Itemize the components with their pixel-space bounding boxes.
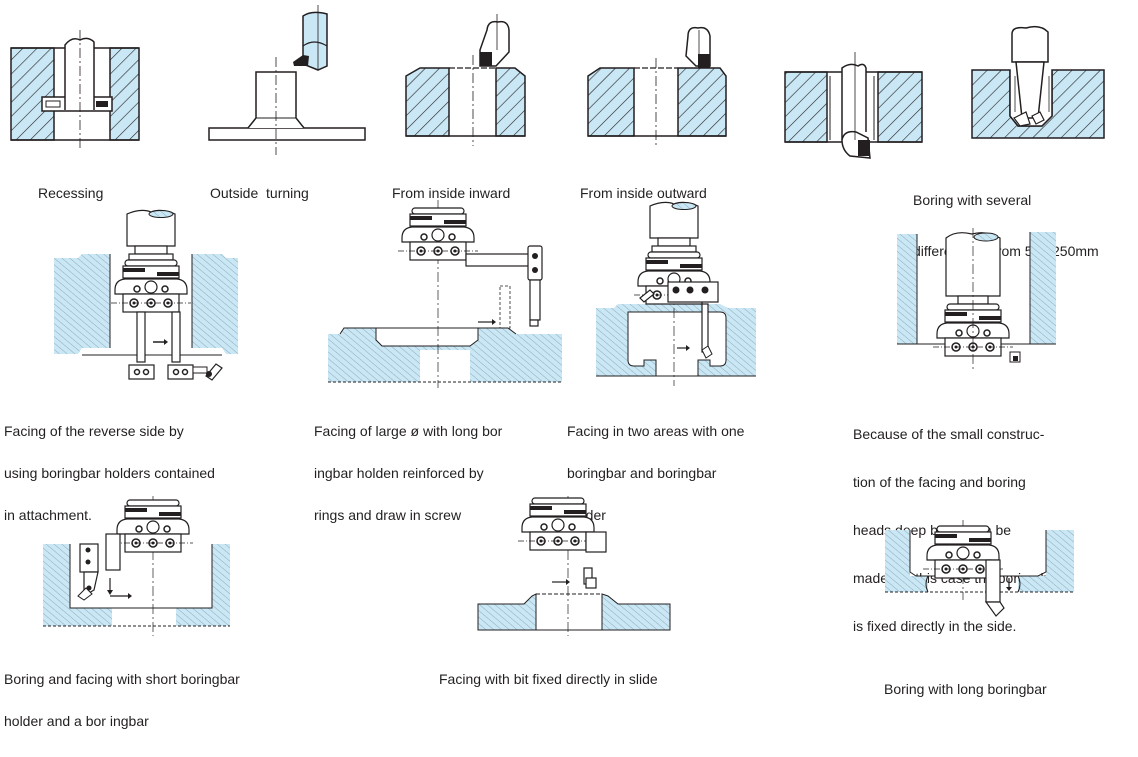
caption-boring-long-boringbar: Boring with long boringbar: [884, 681, 1047, 697]
from-inside-outward-diagram: [587, 26, 727, 146]
figure-boring-long-boringbar: Boring with long boringbar: [820, 460, 1138, 696]
caption-facing-large-diameter: Facing of large ø with long bor ingbar h…: [314, 423, 503, 523]
boring-and-facing-short-diagram: [43, 496, 230, 636]
figure-outside-turning: Outside turning: [190, 0, 370, 200]
figure-facing-large-diameter: Facing of large ø with long bor ingbar h…: [310, 200, 570, 522]
figure-facing-two-areas: Facing in two areas with one boringbar a…: [560, 200, 820, 522]
caption-outside-turning: Outside turning: [210, 185, 309, 201]
deep-bores-diagram: [897, 228, 1056, 372]
boring-long-boringbar-diagram: [885, 520, 1074, 617]
figure-recessing: Recessing: [0, 0, 160, 200]
figure-facing-reverse-side: Facing of the reverse side by using bori…: [0, 200, 320, 522]
caption-from-inside-inward: From inside inward: [392, 185, 511, 201]
figure-facing-bit-in-slide: Facing with bit fixed directly in slide: [400, 460, 720, 686]
facing-reverse-side-diagram: [54, 209, 238, 381]
figure-from-inside-outward: From inside outward: [570, 0, 750, 200]
figure-deep-bores: Because of the small construc- tion of t…: [820, 200, 1138, 634]
facing-two-areas-diagram: [596, 201, 756, 386]
from-inside-inward-diagram: [405, 14, 526, 146]
outside-turning-diagram: [208, 5, 366, 155]
caption-recessing: Recessing: [38, 185, 104, 201]
figure-boring-several-bits: Boring with several different bits from …: [760, 0, 1138, 259]
caption-facing-bit-in-slide: Facing with bit fixed directly in slide: [439, 671, 658, 687]
facing-large-diameter-diagram: [328, 200, 562, 388]
figure-from-inside-inward: From inside inward: [380, 0, 560, 200]
caption-facing-reverse-side: Facing of the reverse side by using bori…: [4, 423, 215, 523]
caption-boring-and-facing-short: Boring and facing with short boringbar h…: [4, 671, 240, 729]
facing-bit-in-slide-diagram: [477, 496, 671, 636]
recessing-diagram: [10, 30, 140, 148]
boring-several-bits-diagram: [784, 25, 1105, 159]
caption-from-inside-outward: From inside outward: [580, 185, 707, 201]
figure-boring-and-facing-short: Boring and facing with short boringbar h…: [0, 460, 320, 728]
